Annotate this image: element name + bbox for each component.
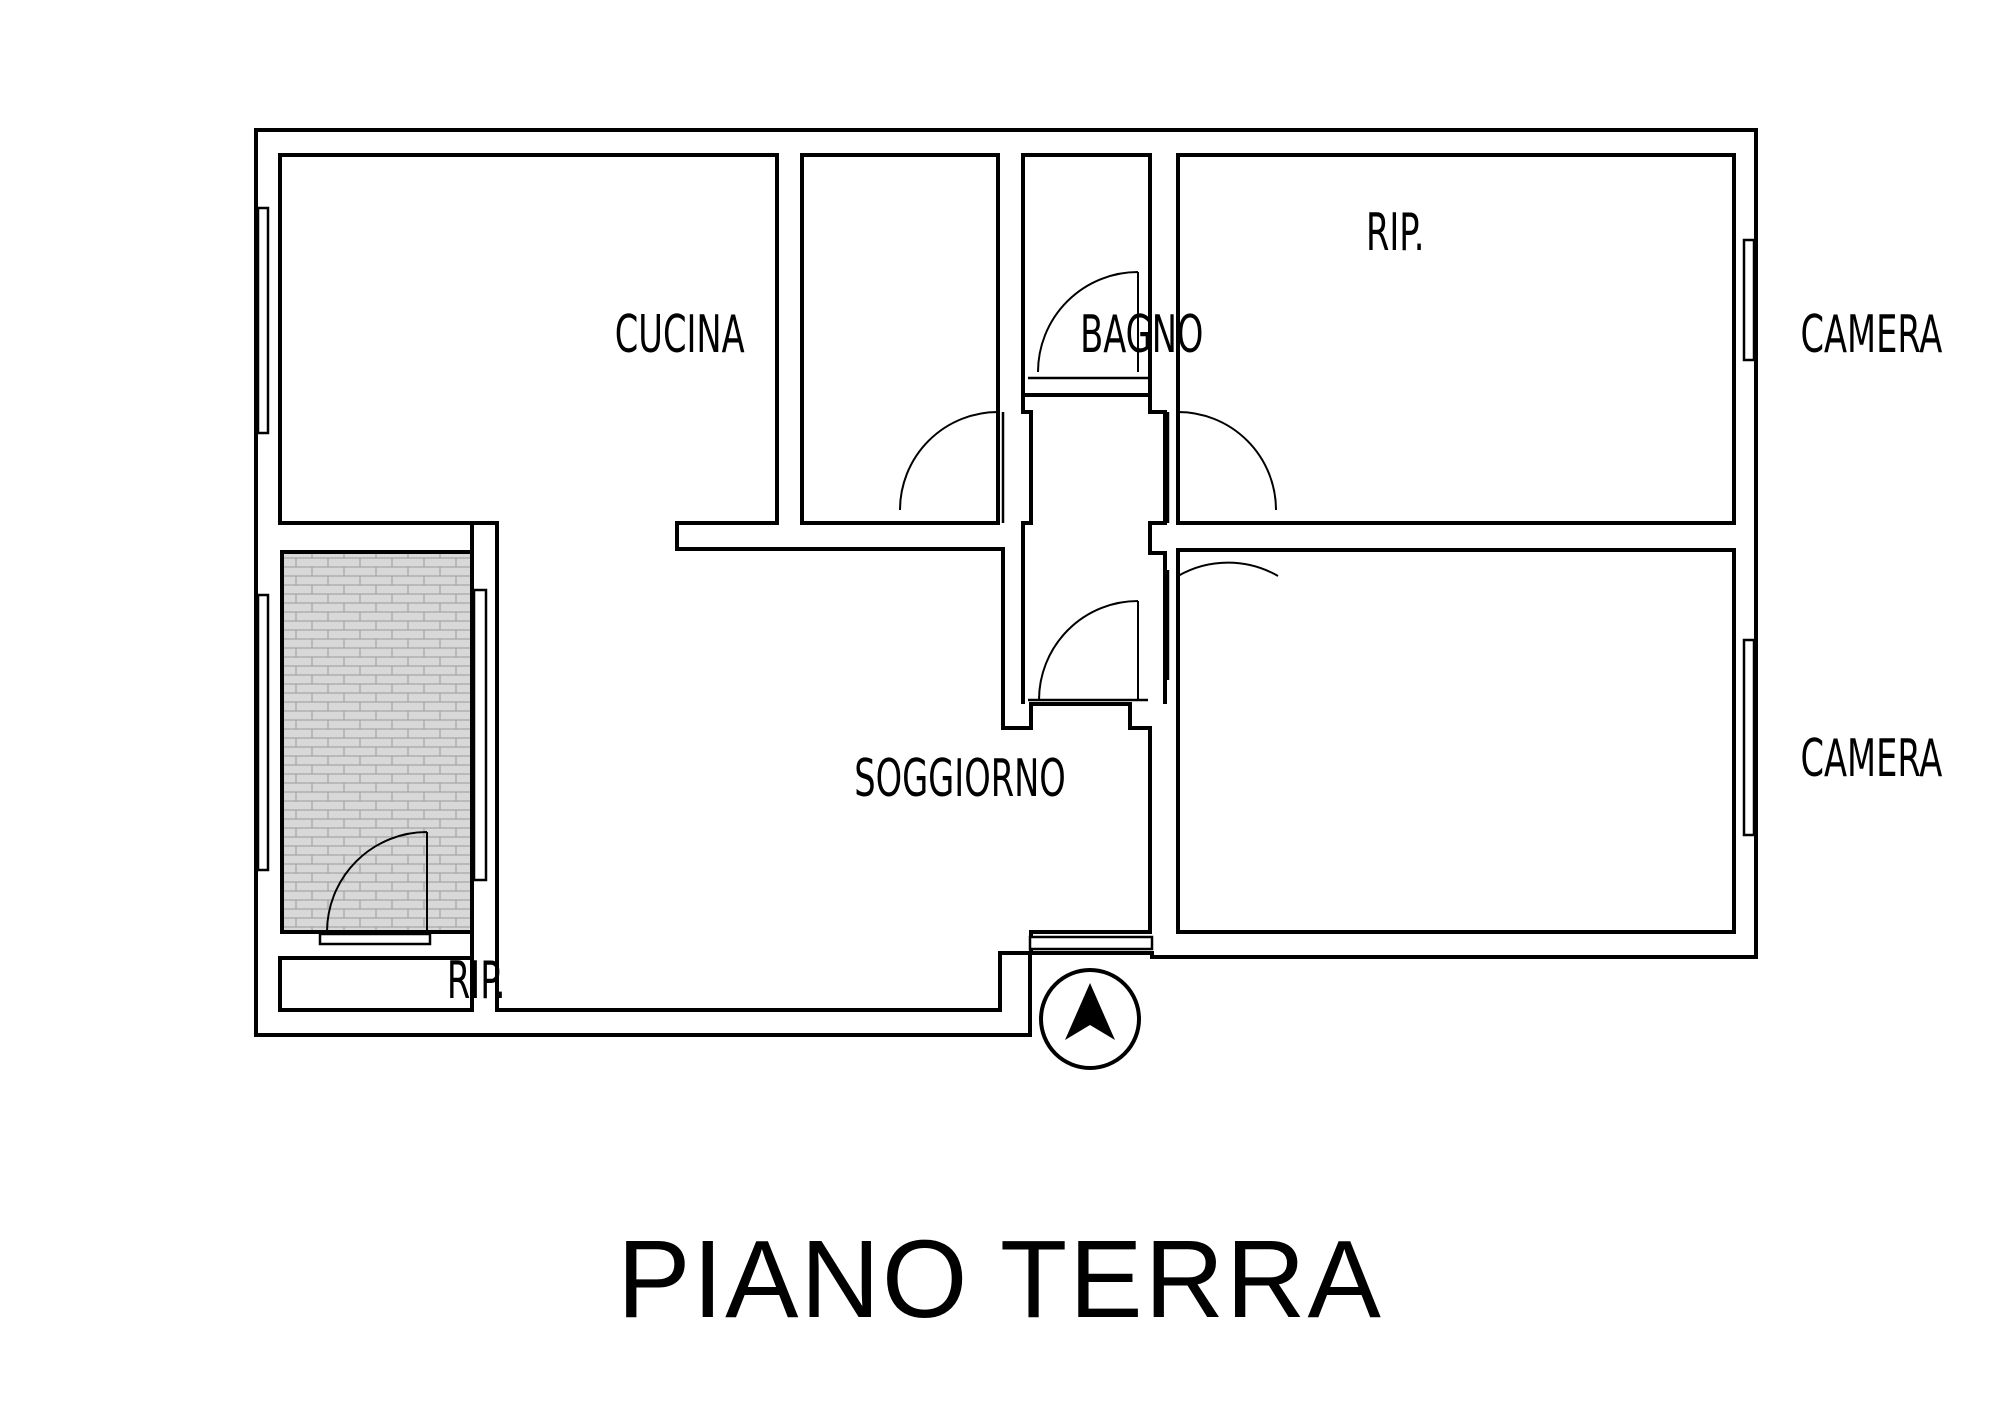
- wall-ripostiglio-bottom: [278, 956, 474, 1012]
- room-label-camera-bottom: CAMERA: [1800, 728, 1942, 789]
- window-camera-bottom: [1742, 638, 1756, 837]
- window-cucina: [256, 206, 270, 435]
- door-soggiorno: [1038, 600, 1139, 701]
- door-jambs: [1001, 376, 1170, 702]
- wall-corridor: [1021, 395, 1167, 704]
- door-camera-bottom: [1177, 561, 1279, 676]
- window-terrace-left: [256, 593, 270, 872]
- room-label-camera-top: CAMERA: [1800, 304, 1942, 365]
- room-label-rip-top: RIP.: [1366, 202, 1424, 263]
- window-terrace-right: [472, 588, 488, 882]
- entry-door: [1028, 935, 1154, 951]
- door-bagno: [899, 411, 999, 511]
- room-label-bagno: BAGNO: [1080, 304, 1203, 365]
- wall-cucina: [278, 153, 1152, 1012]
- terrace-hatch: [280, 550, 474, 934]
- door-rip-top: [1037, 271, 1139, 373]
- room-label-rip-bottom: RIP.: [447, 950, 505, 1011]
- outer-wall: [254, 128, 1758, 1037]
- wall-camera-bottom: [1176, 548, 1736, 934]
- room-label-soggiorno: SOGGIORNO: [854, 748, 1066, 809]
- wall-camera-top: [1176, 153, 1736, 525]
- window-camera-top: [1742, 238, 1756, 362]
- wall-bagno: [800, 153, 1000, 525]
- room-label-cucina: CUCINA: [615, 304, 745, 365]
- door-camera-top: [1177, 411, 1277, 511]
- door-terrace: [326, 831, 428, 933]
- north-arrow-icon: [1039, 968, 1141, 1070]
- door-rip-bottom: [318, 932, 432, 946]
- plan-title: PIANO TERRA: [617, 1218, 1383, 1341]
